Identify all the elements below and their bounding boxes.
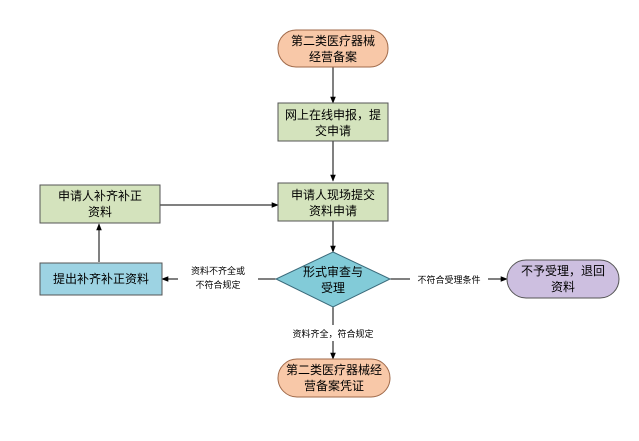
node-propose-supplement: 提出补齐补正资料 — [39, 262, 163, 296]
node-applicant-supplement-line2: 资料 — [88, 205, 112, 219]
node-onsite-submit-line2: 资料申请 — [309, 204, 357, 218]
node-reject-line1: 不予受理，退回 — [521, 264, 605, 278]
node-onsite-submit-line1: 申请人现场提交 — [291, 187, 375, 202]
node-start-line1: 第二类医疗器械 — [291, 33, 375, 48]
node-end: 第二类医疗器械经 营备案凭证 — [277, 358, 391, 398]
node-reject-shape — [506, 259, 620, 299]
node-start: 第二类医疗器械 经营备案 — [277, 29, 389, 68]
edge-label-not-accepted: 不符合受理条件 — [410, 271, 488, 287]
edge-label-incomplete: 资料不齐全或 不符合规定 — [178, 262, 258, 292]
edge-label-incomplete-line1: 资料不齐全或 — [191, 265, 245, 277]
node-review-shape — [274, 251, 392, 308]
node-review-line1: 形式审查与 — [303, 264, 363, 279]
node-end-line1: 第二类医疗器械经 — [286, 362, 382, 377]
node-online-apply-line1: 网上在线申报，提 — [285, 107, 381, 122]
node-online-apply-shape — [277, 102, 389, 142]
node-propose-supplement-text: 提出补齐补正资料 — [53, 271, 149, 286]
edge-label-incomplete-line2: 不符合规定 — [195, 279, 240, 291]
node-onsite-submit: 申请人现场提交 资料申请 — [277, 182, 389, 222]
edge-label-complete-text: 资料齐全，符合规定 — [292, 328, 373, 340]
node-reject: 不予受理，退回 资料 — [506, 259, 620, 299]
node-online-apply: 网上在线申报，提 交申请 — [277, 102, 389, 142]
node-end-shape — [277, 358, 391, 398]
node-applicant-supplement-line1: 申请人补齐补正 — [58, 188, 142, 203]
node-review: 形式审查与 受理 — [274, 251, 392, 308]
edge-label-not-accepted-text: 不符合受理条件 — [417, 274, 480, 286]
node-end-line2: 营备案凭证 — [304, 378, 364, 393]
node-start-shape — [277, 29, 389, 68]
node-propose-supplement-shape — [39, 262, 163, 296]
node-review-line2: 受理 — [321, 281, 345, 295]
edge-label-complete: 资料齐全，符合规定 — [282, 325, 384, 341]
node-applicant-supplement: 申请人补齐补正 资料 — [39, 184, 161, 224]
node-online-apply-line2: 交申请 — [315, 123, 351, 138]
node-onsite-submit-shape — [277, 182, 389, 222]
node-applicant-supplement-shape — [39, 184, 161, 224]
node-reject-line2: 资料 — [551, 280, 575, 294]
node-start-line2: 经营备案 — [309, 49, 357, 64]
